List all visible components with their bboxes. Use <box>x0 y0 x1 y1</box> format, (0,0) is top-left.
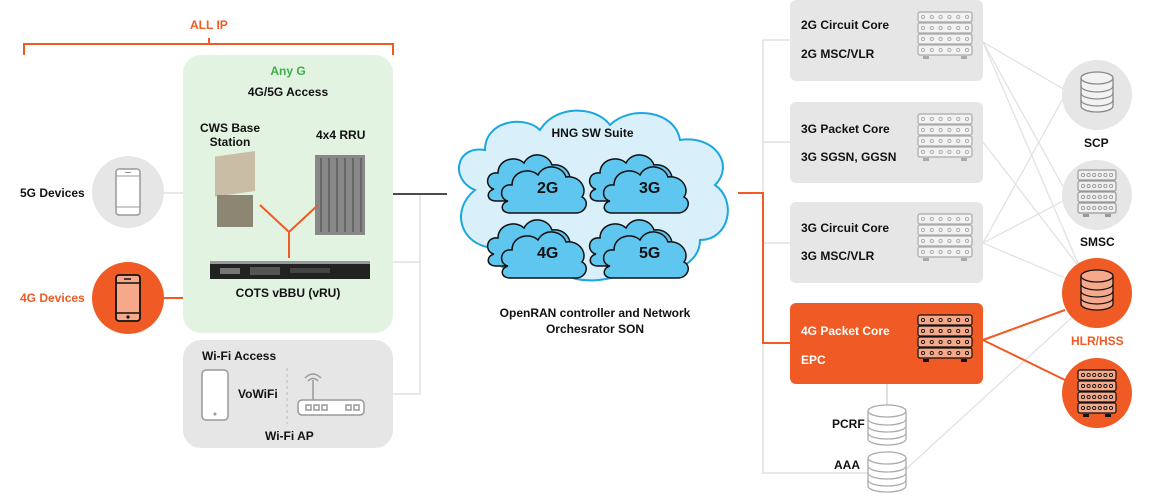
line-left-bus <box>393 195 421 395</box>
hlr-hss-node[interactable] <box>1062 258 1132 328</box>
vbbu-server-icon <box>210 261 370 279</box>
smsc-node[interactable] <box>1062 160 1132 230</box>
hng-cloud[interactable] <box>445 100 740 290</box>
device-label-4g: 4G Devices <box>20 291 85 305</box>
smsc-label: SMSC <box>1080 235 1115 249</box>
vowifi-label: VoWiFi <box>238 387 278 401</box>
wifi-router-icon <box>297 373 365 416</box>
database-icon[interactable] <box>866 402 910 497</box>
orange-mesh-lines <box>982 309 1066 381</box>
server-node[interactable] <box>1062 358 1132 428</box>
all-ip-bracket <box>23 38 394 55</box>
line-cloud-to-epc <box>738 192 790 344</box>
hlr-hss-label: HLR/HSS <box>1071 334 1124 348</box>
rru-icon <box>315 155 365 235</box>
smartphone-icon <box>115 274 141 322</box>
wifi-title: Wi-Fi Access <box>202 349 277 363</box>
rru-label: 4x4 RRU <box>316 128 366 142</box>
device-4g-node[interactable] <box>92 262 164 334</box>
mini-cloud-3g <box>588 154 689 214</box>
cloud-title: HNG SW Suite <box>551 126 634 140</box>
radio-link-lines <box>259 204 319 258</box>
vbbu-label: COTS vBBU (vRU) <box>235 286 341 300</box>
smartphone-icon <box>201 369 229 421</box>
scp-node[interactable] <box>1062 60 1132 130</box>
gen-4g: 4G <box>537 245 559 262</box>
radio-hardware <box>215 150 365 258</box>
device-label-5g: 5G Devices <box>20 186 85 200</box>
access-title: Any G <box>270 64 306 78</box>
mini-cloud-5g <box>588 219 689 279</box>
aaa-label: AAA <box>834 458 860 472</box>
wifi-icons <box>201 368 365 424</box>
mini-cloud-4g <box>486 219 587 279</box>
line-core-bus <box>762 39 868 474</box>
gen-5g: 5G <box>639 245 661 262</box>
access-subtitle: 4G/5G Access <box>247 85 329 99</box>
mesh-lines <box>904 41 1081 471</box>
gen-2g: 2G <box>537 180 559 197</box>
smartphone-icon <box>115 168 141 216</box>
cws-base-station-icon <box>215 150 255 227</box>
device-5g-node[interactable] <box>92 156 164 228</box>
pcrf-label: PCRF <box>832 417 865 431</box>
mini-cloud-2g <box>486 154 587 214</box>
wifi-ap-label: Wi-Fi AP <box>265 429 314 443</box>
all-ip-label: ALL IP <box>190 18 228 32</box>
gen-3g: 3G <box>639 180 661 197</box>
scp-label: SCP <box>1084 136 1109 150</box>
